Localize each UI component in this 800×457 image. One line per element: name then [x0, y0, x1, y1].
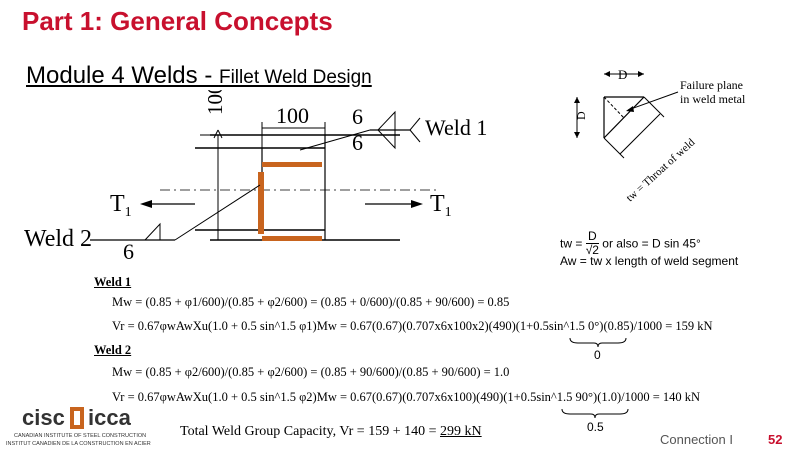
- failure-plane-leader: [627, 91, 679, 111]
- weld-1-brace: [569, 337, 627, 348]
- dim-horizontal-value: 100: [276, 103, 309, 128]
- weld-1-vr-equation: Vr = 0.67φwAwXu(1.0 + 0.5 sin^1.5 φ1)Mw …: [112, 319, 713, 333]
- weld-1-header: Weld 1: [94, 275, 132, 289]
- weld-1-leader: [299, 129, 371, 151]
- subtitle-main: Module 4 Welds -: [26, 62, 219, 89]
- fillet-weld-detail: D D Failure plane in weld metal tw = Thr…: [574, 67, 746, 204]
- slide-subtitle: Module 4 Welds - Fillet Weld Design: [26, 62, 372, 90]
- dim-d-top: D: [618, 67, 627, 82]
- weld-2-header: Weld 2: [94, 343, 132, 357]
- logo-word-right: icca: [88, 405, 131, 430]
- weld-2-vr-equation: Vr = 0.67φwAwXu(1.0 + 0.5 sin^1.5 φ2)Mw …: [112, 390, 701, 404]
- dim-d-side: D: [574, 111, 588, 120]
- throat-label: tw = Throat of weld: [624, 136, 698, 204]
- logo-line-1: CANADIAN INSTITUTE OF STEEL CONSTRUCTION: [14, 433, 147, 439]
- failure-plane-label-1: Failure plane: [680, 78, 743, 92]
- total-capacity-text: Total Weld Group Capacity, Vr = 159 + 14…: [180, 424, 440, 439]
- subtitle-small: Fillet Weld Design: [218, 67, 372, 88]
- tw-fraction-numerator: D: [585, 230, 599, 244]
- weld-1-bottom-bead: [262, 236, 322, 241]
- weld-2-brace: [561, 408, 629, 419]
- weld-1-brace-value: 0: [594, 348, 601, 362]
- weld-1-top-bead: [262, 162, 322, 167]
- page-number: 52: [768, 432, 783, 447]
- aw-formula: Aw = tw x length of weld segment: [560, 254, 739, 268]
- slide-title: Part 1: General Concepts: [22, 6, 333, 36]
- weld-2-leader: [174, 184, 261, 241]
- weld-1-size-bottom: 6: [352, 130, 363, 155]
- weld-2-size: 6: [123, 239, 134, 264]
- tw-formula-suffix: or also = D sin 45°: [598, 236, 701, 251]
- weld-2-mw-equation: Mw = (0.85 + φ2/600)/(0.85 + φ2/600) = (…: [112, 365, 510, 379]
- total-capacity-value: 299 kN: [440, 424, 482, 439]
- weld-2-brace-value: 0.5: [587, 420, 604, 434]
- weld-1-mw-equation: Mw = (0.85 + φ1/600)/(0.85 + φ2/600) = (…: [112, 295, 510, 309]
- footer-text: Connection I: [660, 432, 733, 447]
- dim-vertical-value: 100: [203, 90, 227, 115]
- tw-formula: tw = D√2 or also = D sin 45°: [560, 230, 701, 257]
- logo-word-left: cisc: [22, 405, 65, 430]
- logo-line-2: INSTITUT CANADIEN DE LA CONSTRUCTION EN …: [6, 441, 151, 447]
- failure-plane-label-2: in weld metal: [680, 92, 746, 106]
- tw-fraction: D√2: [585, 230, 599, 257]
- total-capacity: Total Weld Group Capacity, Vr = 159 + 14…: [180, 424, 482, 440]
- logo-building-icon: [70, 407, 84, 429]
- weld-2-bead: [258, 172, 264, 234]
- throat-line: [603, 96, 625, 119]
- weld-1-label: Weld 1: [425, 115, 487, 140]
- cisc-icca-logo: cisc icca CANADIAN INSTITUTE OF STEEL CO…: [4, 405, 154, 455]
- force-left-label: T1: [110, 191, 132, 220]
- tw-formula-prefix: tw =: [560, 236, 586, 251]
- weld-joint-diagram: 100 100 6 6 Weld 1 Weld 2 6 T1 T1: [24, 90, 487, 264]
- tw-fraction-denominator: √2: [585, 243, 599, 257]
- weld-2-label: Weld 2: [24, 226, 92, 252]
- force-right-label: T1: [430, 191, 452, 220]
- weld-1-size-top: 6: [352, 104, 363, 129]
